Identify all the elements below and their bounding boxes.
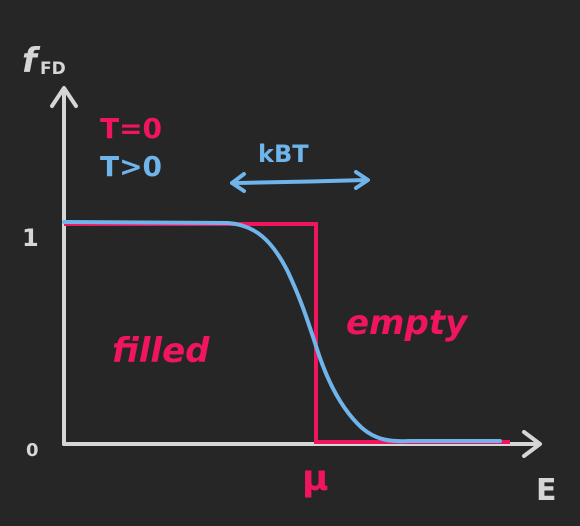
tpos-curve — [62, 220, 502, 444]
x-axis-label: E — [536, 473, 557, 508]
kbt-arrow-left-head — [230, 172, 246, 193]
y-axis-arrowhead — [50, 86, 78, 108]
y-axis-label: f — [22, 41, 41, 81]
x-axis-arrowhead — [522, 430, 542, 458]
y-axis-label-subscript: FD — [40, 59, 66, 79]
empty-label: empty — [346, 303, 469, 343]
kbt-label: kBT — [258, 140, 309, 168]
filled-label: filled — [112, 331, 210, 371]
kbt-arrow-right-head — [354, 170, 370, 190]
legend-t0: T=0 — [100, 112, 162, 145]
y-tick-one: 1 — [22, 224, 39, 252]
mu-label: μ — [302, 458, 329, 499]
legend-tpos: T>0 — [100, 150, 162, 183]
y-tick-zero: 0 — [26, 440, 39, 461]
kbt-double-arrow — [230, 170, 370, 193]
kbt-arrow-shaft — [230, 178, 368, 185]
